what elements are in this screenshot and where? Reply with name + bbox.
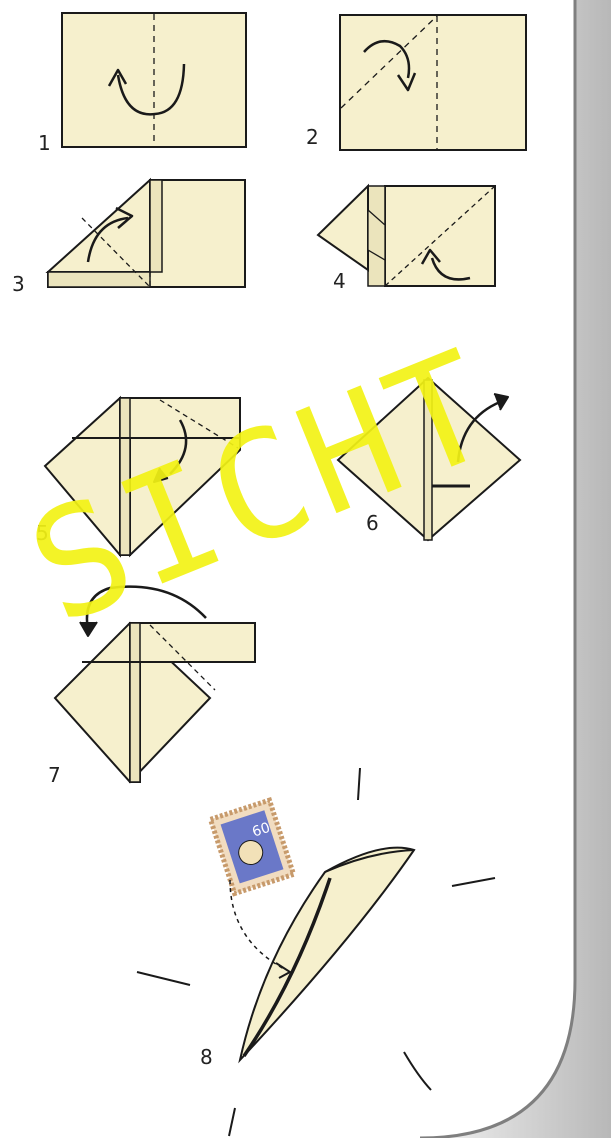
step-number: 3 (12, 272, 25, 296)
step-number: 7 (48, 763, 61, 787)
step-number: 4 (333, 269, 346, 293)
step-number: 1 (38, 131, 51, 155)
step-number: 8 (200, 1045, 213, 1069)
step-8-diagram: 60 8 (137, 768, 495, 1136)
watermark: SICHT (8, 317, 520, 659)
stamp-icon: 60 (210, 800, 293, 893)
step-4-diagram: 4 (318, 186, 495, 293)
step-3-diagram: 3 (12, 180, 245, 296)
step-2-diagram: 2 (306, 15, 526, 150)
page-edge-panel (420, 0, 611, 1138)
step-number: 2 (306, 125, 319, 149)
step-1-diagram: 1 (38, 13, 246, 155)
